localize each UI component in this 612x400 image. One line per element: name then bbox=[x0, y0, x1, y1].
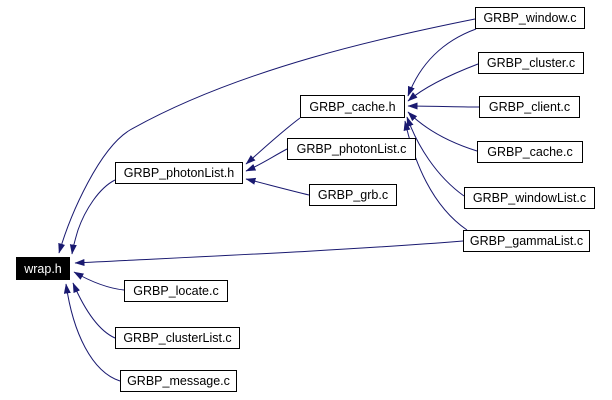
node-grbp-client-c[interactable]: GRBP_client.c bbox=[479, 96, 580, 118]
node-grbp-message-c[interactable]: GRBP_message.c bbox=[120, 370, 237, 392]
edge-grbp-locate-c-to-wrap-h bbox=[73, 271, 125, 291]
node-grbp-grb-c[interactable]: GRBP_grb.c bbox=[309, 184, 397, 206]
node-grbp-windowlist-c[interactable]: GRBP_windowList.c bbox=[464, 187, 595, 209]
node-grbp-cache-h[interactable]: GRBP_cache.h bbox=[300, 95, 405, 118]
node-grbp-photonlist-c[interactable]: GRBP_photonList.c bbox=[287, 138, 416, 160]
edge-grbp-clusterlist-c-to-wrap-h bbox=[72, 282, 116, 339]
node-wrap-h: wrap.h bbox=[16, 257, 70, 280]
edge-grbp-message-c-to-wrap-h bbox=[63, 283, 121, 382]
edge-grbp-gammalist-c-to-grbp-cache-h bbox=[403, 120, 468, 231]
node-grbp-cluster-c[interactable]: GRBP_cluster.c bbox=[478, 52, 584, 74]
node-grbp-window-c[interactable]: GRBP_window.c bbox=[475, 7, 585, 29]
edge-grbp-window-c-to-wrap-h bbox=[58, 18, 476, 254]
node-grbp-photonlist-h[interactable]: GRBP_photonList.h bbox=[115, 162, 243, 184]
edge-grbp-cache-h-to-grbp-photonlist-h bbox=[245, 117, 301, 165]
node-grbp-clusterlist-c[interactable]: GRBP_clusterList.c bbox=[115, 327, 240, 349]
edge-grbp-gammalist-c-to-wrap-h bbox=[74, 240, 464, 266]
edge-grbp-client-c-to-grbp-cache-h bbox=[407, 102, 480, 110]
edge-grbp-window-c-to-grbp-cache-h bbox=[407, 28, 477, 97]
node-grbp-cache-c[interactable]: GRBP_cache.c bbox=[477, 141, 583, 163]
edge-grbp-grb-c-to-grbp-photonlist-h bbox=[245, 177, 310, 196]
node-grbp-locate-c[interactable]: GRBP_locate.c bbox=[124, 280, 228, 302]
edge-grbp-windowlist-c-to-grbp-cache-h bbox=[406, 116, 465, 197]
node-grbp-gammalist-c[interactable]: GRBP_gammaList.c bbox=[463, 230, 590, 252]
edge-grbp-photonlist-c-to-grbp-photonlist-h bbox=[245, 148, 288, 172]
edge-grbp-cache-c-to-grbp-cache-h bbox=[407, 111, 478, 152]
edge-grbp-cluster-c-to-grbp-cache-h bbox=[407, 63, 479, 102]
edge-grbp-photonlist-h-to-wrap-h bbox=[69, 179, 116, 255]
